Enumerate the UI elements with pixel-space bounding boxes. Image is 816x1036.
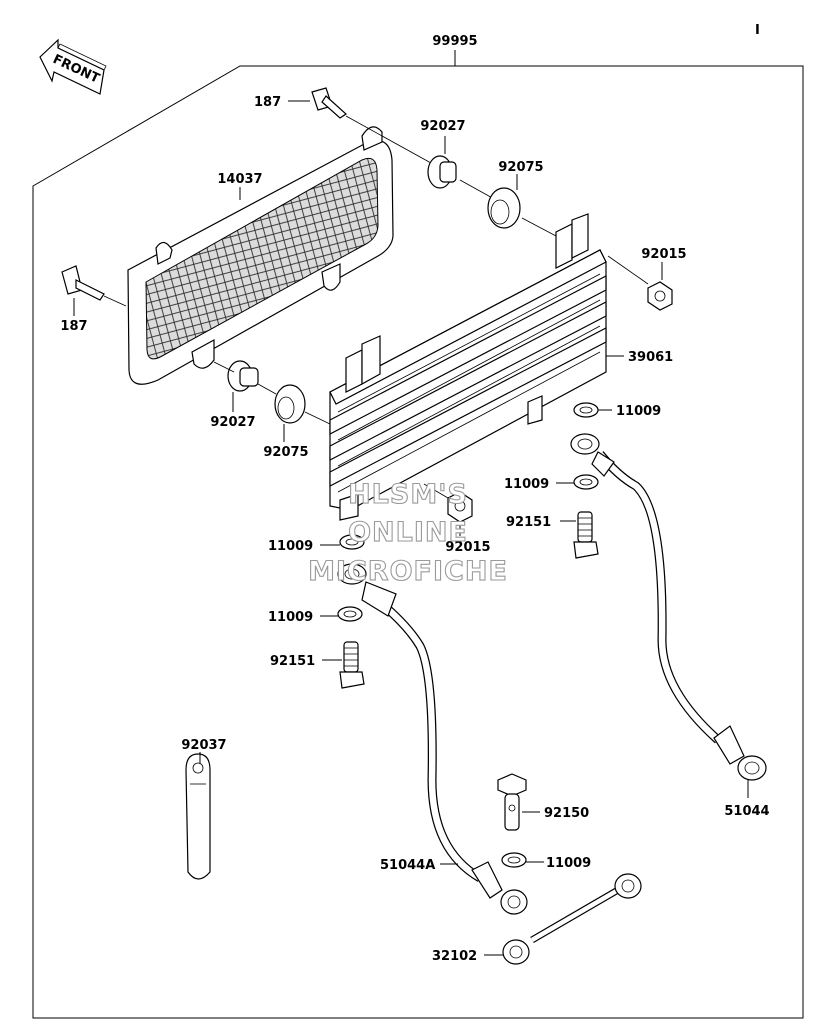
union-bolt-92151-right	[573, 511, 599, 559]
label-51044A: 51044A	[380, 858, 435, 873]
union-bolt-92150	[497, 773, 527, 831]
label-11009-right-top: 11009	[616, 404, 661, 419]
bolt-187-top	[311, 87, 347, 119]
label-51044: 51044	[724, 804, 769, 819]
damper-92075-left	[274, 384, 306, 424]
screen-14037	[127, 126, 394, 385]
nut-92015-bottom	[447, 491, 473, 523]
oil-cooler-39061	[329, 213, 607, 521]
label-11009-bottom: 11009	[546, 856, 591, 871]
bolt-187-left	[61, 265, 105, 301]
grommet-92027-left	[227, 360, 259, 392]
grommet-92027-top	[427, 155, 457, 189]
gasket-11009-bottom	[501, 852, 527, 868]
front-arrow-icon: FRONT	[39, 38, 107, 95]
label-92027-top: 92027	[420, 119, 465, 134]
label-11009-right-mid: 11009	[504, 477, 549, 492]
label-92027-left: 92027	[210, 415, 255, 430]
label-92075-top: 92075	[498, 160, 543, 175]
label-187-top: 187	[254, 95, 281, 110]
gasket-11009-right-mid	[573, 474, 599, 490]
label-92151-right: 92151	[506, 515, 551, 530]
svg-text:ONLINE: ONLINE	[348, 517, 468, 548]
label-11009-left-mid: 11009	[268, 610, 313, 625]
pipe-32102	[502, 873, 642, 965]
label-92037: 92037	[181, 738, 226, 753]
kit-frame	[32, 65, 804, 1019]
label-92150: 92150	[544, 806, 589, 821]
union-bolt-92151-left	[339, 641, 365, 689]
hose-51044-right	[570, 433, 767, 781]
label-32102: 32102	[432, 949, 477, 964]
gasket-11009-right-top	[573, 402, 599, 418]
label-92151-left: 92151	[270, 654, 315, 669]
svg-text:MICROFICHE: MICROFICHE	[308, 556, 508, 587]
clamp-92037	[185, 753, 211, 880]
gasket-11009-left-mid	[337, 606, 363, 622]
hose-51044A-left	[337, 563, 528, 915]
corner-mark: I	[755, 23, 760, 38]
label-39061: 39061	[628, 350, 673, 365]
watermark: HLSM'S ONLINE MICROFICHE	[308, 478, 508, 587]
label-14037: 14037	[217, 172, 262, 187]
kit-part-number: 99995	[432, 34, 477, 49]
svg-text:HLSM'S: HLSM'S	[348, 479, 468, 510]
label-187-left: 187	[60, 319, 87, 334]
label-11009-left-top: 11009	[268, 539, 313, 554]
damper-92075-top	[487, 187, 521, 229]
nut-92015-right	[647, 281, 673, 311]
label-92015-bottom: 92015	[445, 540, 490, 555]
label-92075-left: 92075	[263, 445, 308, 460]
gasket-11009-left-top	[339, 534, 365, 550]
label-92015-right: 92015	[641, 247, 686, 262]
